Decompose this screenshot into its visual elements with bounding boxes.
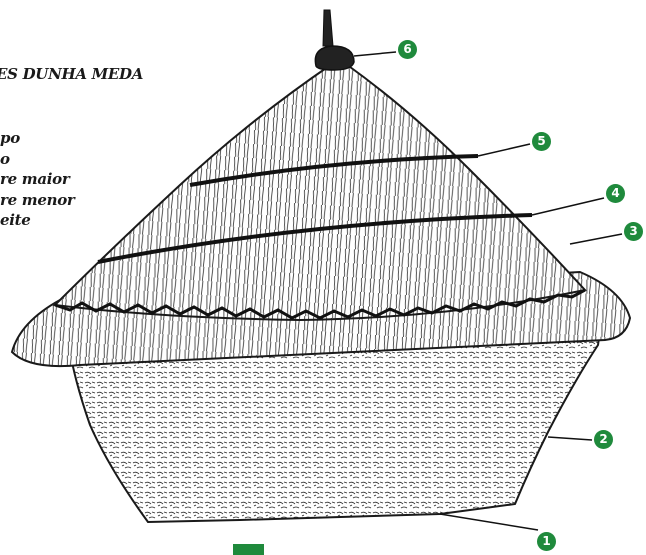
legend-item: po	[0, 128, 75, 149]
diagram-title: ES DUNHA MEDA	[0, 65, 143, 83]
thatch-cone	[55, 64, 585, 320]
callout-badge-4: 4	[606, 184, 625, 203]
callout-badge-6: 6	[398, 40, 417, 59]
leader-line-4	[532, 198, 604, 215]
legend-item: re maior	[0, 169, 75, 190]
leader-line-5	[478, 144, 530, 156]
leader-line-6	[354, 52, 396, 56]
callout-badge-2: 2	[594, 430, 613, 449]
bottom-green-tab	[233, 544, 264, 555]
legend-list: po o re maior re menor eite	[0, 128, 75, 231]
callout-badge-5: 5	[532, 132, 551, 151]
legend-item: eite	[0, 210, 75, 231]
leader-line-3	[570, 234, 622, 244]
legend-item: re menor	[0, 190, 75, 211]
legend-item: o	[0, 149, 75, 170]
callout-badge-3: 3	[624, 222, 643, 241]
top-spike	[323, 10, 333, 46]
leader-line-2	[548, 437, 592, 440]
callout-badge-1: 1	[537, 532, 556, 551]
leader-line-1	[440, 514, 538, 530]
top-knot	[315, 46, 354, 70]
